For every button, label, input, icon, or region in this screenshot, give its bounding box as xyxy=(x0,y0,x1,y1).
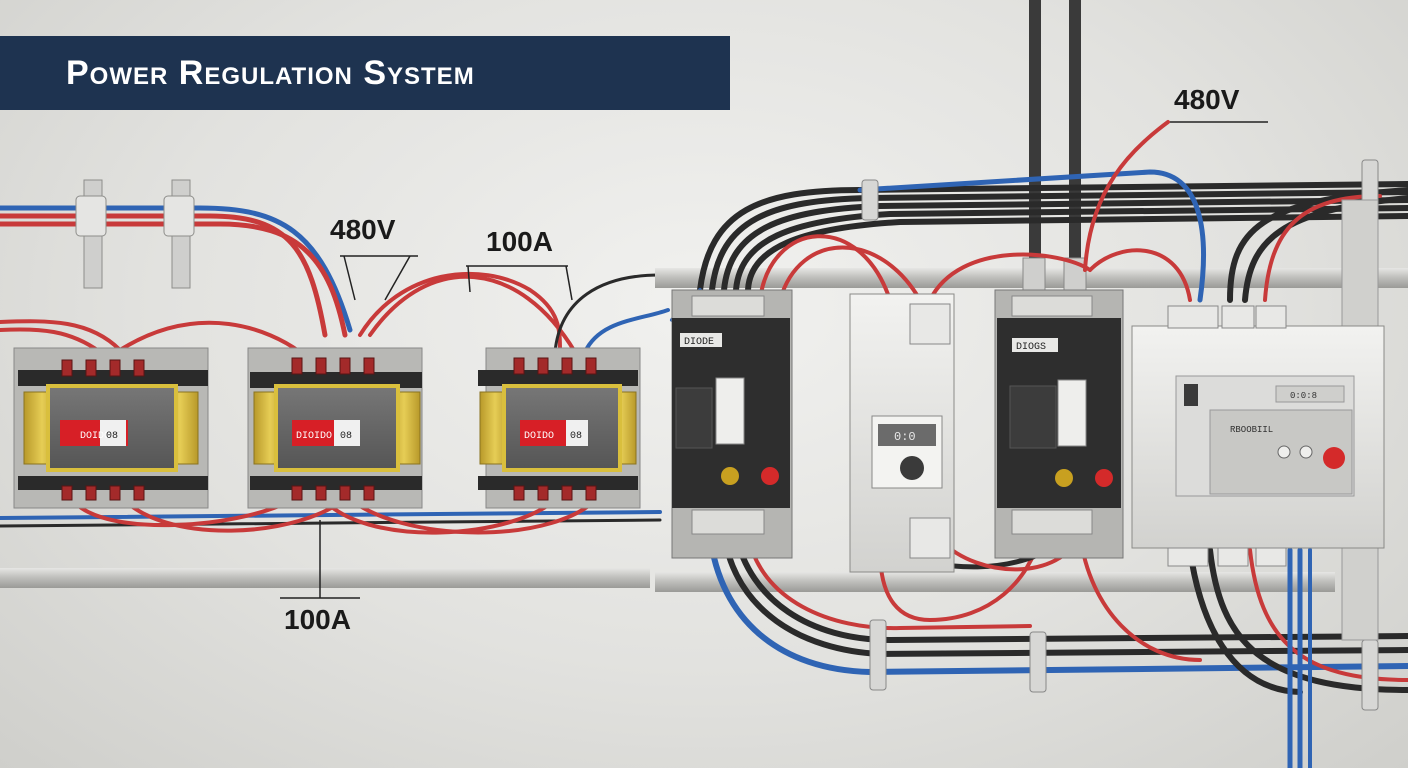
upper-wire-bundle-left xyxy=(0,205,670,354)
transformer-2-label: DIOIDO xyxy=(296,431,332,442)
transformer-1-label: DOIDO xyxy=(80,431,110,442)
voltage-callout-right: 480V xyxy=(1174,84,1240,115)
title-banner: Power Regulation System xyxy=(0,36,730,110)
transformer-2-tag: 08 xyxy=(340,431,352,442)
transformer-terminals xyxy=(61,357,597,501)
enclosure-4-label: RBOOBIIL xyxy=(1230,425,1273,435)
wall-clamp xyxy=(75,179,107,289)
control-panel-2: 0:0 xyxy=(849,293,955,573)
transformer-3-tag: 08 xyxy=(570,431,582,442)
voltage-callout-left: 480V xyxy=(330,214,396,245)
transformer-3: DOIDO 08 xyxy=(478,347,641,509)
mounting-rail-lower-right xyxy=(655,572,1335,592)
current-callout-top: 100A xyxy=(486,226,553,257)
indicator-lamp-yellow xyxy=(721,467,739,485)
emergency-stop-button[interactable] xyxy=(1323,447,1345,469)
lower-wire-bundle-right xyxy=(707,532,1408,768)
callout-leaders xyxy=(280,121,1268,599)
transformer-3-label: DOIDO xyxy=(524,431,554,442)
current-callout-bottom: 100A xyxy=(284,604,351,635)
breaker-panel-3: DIOGS xyxy=(994,289,1124,559)
enclosure-4-display: 0:0:8 xyxy=(1290,391,1317,401)
cable-clamp xyxy=(861,159,1379,711)
transformer-1-tag: 08 xyxy=(106,431,118,442)
rotary-selector-knob[interactable] xyxy=(900,456,924,480)
transformer-2: DIOIDO 08 xyxy=(247,347,423,509)
breaker-panel-3-label: DIOGS xyxy=(1016,342,1046,353)
stop-button[interactable] xyxy=(1095,469,1113,487)
stop-button[interactable] xyxy=(761,467,779,485)
distribution-enclosure-4: 0:0:8 RBOOBIIL xyxy=(1131,305,1385,567)
panel-2-display: 0:0 xyxy=(894,430,916,444)
mounting-rail-lower-left xyxy=(0,568,650,588)
upper-wire-bundle-right xyxy=(670,120,1408,322)
page-title: Power Regulation System xyxy=(66,53,475,92)
wall-clamp xyxy=(163,179,195,289)
indicator-lamp-yellow xyxy=(1055,469,1073,487)
breaker-panel-1: DIODE xyxy=(671,289,793,559)
breaker-panel-1-label: DIODE xyxy=(684,337,714,348)
